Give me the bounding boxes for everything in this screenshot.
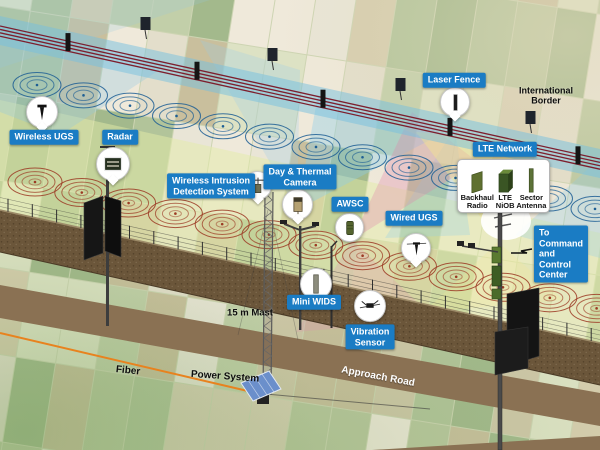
lattice-mast-15m — [237, 191, 299, 399]
label-laser-fence: Laser Fence — [422, 72, 486, 88]
fiber-text: Fiber — [115, 364, 141, 378]
label-wired-ugs: Wired UGS — [385, 210, 443, 226]
label-vibration-sensor: Vibration Sensor — [345, 324, 395, 350]
wired-ugs-device-icon — [401, 233, 431, 263]
legend-item-sector-antenna: Sector Antenna — [516, 167, 546, 211]
radar-device-icon — [96, 147, 130, 181]
legend-label: LTE NiOB — [495, 192, 515, 210]
label-mini-wids: Mini WIDS — [287, 294, 341, 310]
wireless-ugs-device-icon — [26, 96, 58, 128]
backhaul-radio-icon — [471, 170, 483, 193]
vibration-sensor-device-icon — [354, 290, 386, 322]
label-day-thermal: Day & Thermal Camera — [263, 164, 337, 190]
lte-niob-icon — [498, 169, 513, 192]
legend-label: Sector Antenna — [516, 192, 547, 210]
sector-antenna-icon — [529, 167, 534, 192]
legend-item-backhaul-radio: Backhaul Radio — [461, 169, 494, 211]
label-wids: Wireless Intrusion Detection System — [167, 173, 255, 199]
power-system-solar-panel — [240, 370, 282, 404]
label-wireless-ugs: Wireless UGS — [9, 129, 79, 145]
label-lte-network: LTE Network — [472, 141, 538, 157]
international-border-text: International Border — [518, 85, 574, 106]
awsc-device-icon — [335, 213, 364, 242]
mast-15m-text: 15 m Mast — [227, 307, 273, 319]
legend-label: Backhaul Radio — [460, 192, 494, 210]
laser-fence-device-icon — [440, 87, 470, 117]
fiber-route — [0, 332, 431, 410]
label-awsc: AWSC — [331, 196, 369, 212]
day-thermal-camera-device-icon — [282, 189, 313, 220]
command-link-arrow — [511, 248, 533, 254]
legend-item-lte-niob: LTE NiOB — [495, 167, 515, 211]
label-command-center: To Command and Control Center — [533, 225, 589, 283]
utility-pylons — [140, 17, 536, 134]
label-radar: Radar — [102, 129, 138, 145]
mini-wids-device-icon — [300, 268, 332, 300]
lte-network-legend: Backhaul Radio LTE NiOB Sector Antenna — [457, 159, 550, 213]
approach-road-band — [0, 285, 600, 450]
